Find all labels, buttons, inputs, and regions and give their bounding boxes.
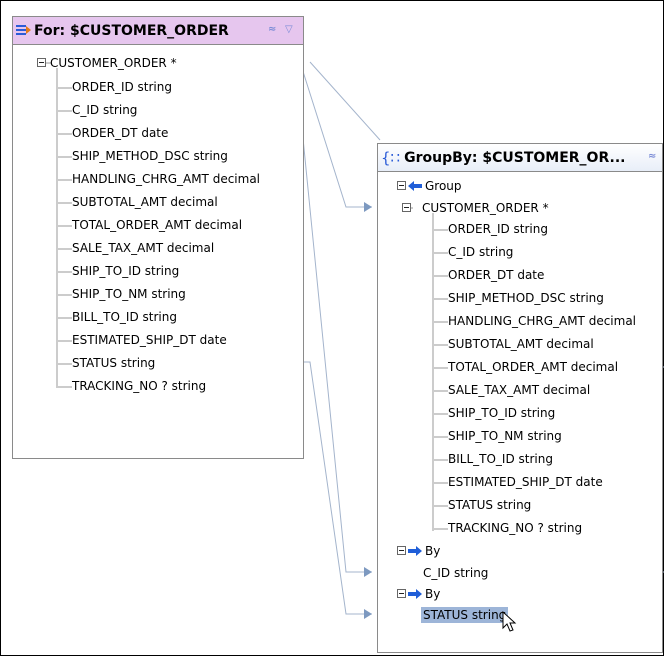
field-row[interactable]: SHIP_TO_ID string bbox=[72, 264, 180, 278]
for-expression-icon bbox=[16, 24, 31, 35]
field-row[interactable]: SHIP_TO_NM string bbox=[448, 429, 562, 443]
group-label[interactable]: Group bbox=[425, 179, 462, 193]
field-row[interactable]: STATUS string bbox=[72, 356, 156, 370]
tree-branch-line bbox=[58, 386, 72, 388]
field-row[interactable]: TOTAL_ORDER_AMT decimal bbox=[72, 218, 243, 232]
groupby-expression-panel[interactable]: {∷ GroupBy: $CUSTOMER_OR... ≈ Group CUST… bbox=[377, 143, 663, 653]
groupby-panel-header[interactable]: {∷ GroupBy: $CUSTOMER_OR... ≈ bbox=[378, 144, 662, 172]
connector-out-top bbox=[309, 61, 381, 141]
tree-branch-line bbox=[434, 298, 448, 300]
field-row[interactable]: STATUS string bbox=[448, 498, 532, 512]
tree-branch-line bbox=[58, 87, 72, 89]
tree-toggle[interactable] bbox=[37, 58, 46, 67]
tree-toggle[interactable] bbox=[397, 589, 406, 598]
panel-title: For: $CUSTOMER_ORDER bbox=[34, 22, 229, 39]
field-row[interactable]: TRACKING_NO ? string bbox=[448, 521, 583, 535]
field-row[interactable]: ORDER_ID string bbox=[448, 222, 548, 236]
field-row[interactable]: TOTAL_ORDER_AMT decimal bbox=[448, 360, 619, 374]
field-row[interactable]: TRACKING_NO ? string bbox=[72, 379, 207, 393]
field-row[interactable]: ESTIMATED_SHIP_DT date bbox=[448, 475, 603, 489]
field-row[interactable]: ESTIMATED_SHIP_DT date bbox=[72, 333, 227, 347]
tree-branch-line bbox=[434, 344, 448, 346]
field-row[interactable]: BILL_TO_ID string bbox=[72, 310, 177, 324]
collapse-icon[interactable]: ≈ bbox=[268, 24, 277, 35]
tree-branch-line bbox=[58, 363, 72, 365]
by-arrow-icon bbox=[408, 546, 422, 556]
field-row[interactable]: HANDLING_CHRG_AMT decimal bbox=[72, 172, 261, 186]
panel-title: GroupBy: $CUSTOMER_OR... bbox=[404, 149, 626, 166]
tree-branch-line bbox=[58, 225, 72, 227]
tree-branch-line bbox=[58, 179, 72, 181]
tree-branch-line bbox=[434, 459, 448, 461]
tree-toggle[interactable] bbox=[402, 203, 411, 212]
connector-arrow-icon bbox=[364, 567, 372, 577]
tree-lines bbox=[45, 62, 58, 388]
connector-arrow-icon bbox=[364, 609, 372, 619]
field-row[interactable]: ORDER_ID string bbox=[72, 80, 172, 94]
connector-arrow-icon bbox=[364, 202, 372, 212]
tree-branch-line bbox=[58, 248, 72, 250]
tree-toggle[interactable] bbox=[397, 546, 406, 555]
tree-branch-line bbox=[434, 229, 448, 231]
field-row[interactable]: C_ID string bbox=[72, 103, 138, 117]
tree-toggle[interactable] bbox=[397, 181, 406, 190]
for-panel-header[interactable]: For: $CUSTOMER_ORDER ≈ ▽ bbox=[13, 17, 303, 45]
tree-branch-line bbox=[434, 321, 448, 323]
tree-node-root[interactable]: CUSTOMER_ORDER * bbox=[50, 56, 177, 70]
for-expression-panel[interactable]: For: $CUSTOMER_ORDER ≈ ▽ CUSTOMER_ORDER … bbox=[12, 16, 304, 459]
group-arrow-icon bbox=[408, 181, 422, 191]
tree-branch-line bbox=[58, 340, 72, 342]
tree-branch-line bbox=[58, 133, 72, 135]
by-item-status-selected[interactable]: STATUS string bbox=[421, 607, 509, 623]
groupby-expression-icon: {∷ bbox=[381, 148, 401, 167]
by-label[interactable]: By bbox=[425, 587, 441, 601]
by-arrow-icon bbox=[408, 589, 422, 599]
mouse-cursor-icon bbox=[502, 611, 517, 632]
tree-branch-line bbox=[434, 482, 448, 484]
tree-branch-line bbox=[58, 156, 72, 158]
tree-branch-line bbox=[434, 413, 448, 415]
tree-branch-line bbox=[434, 436, 448, 438]
tree-node-root[interactable]: CUSTOMER_ORDER * bbox=[422, 201, 549, 215]
collapse-icon[interactable]: ≈ bbox=[648, 151, 657, 162]
tree-branch-line bbox=[58, 110, 72, 112]
field-row[interactable]: SHIP_TO_ID string bbox=[448, 406, 556, 420]
filter-icon[interactable]: ▽ bbox=[285, 24, 293, 35]
tree-branch-line bbox=[58, 294, 72, 296]
field-row[interactable]: ORDER_DT date bbox=[72, 126, 169, 140]
field-row[interactable]: SHIP_TO_NM string bbox=[72, 287, 186, 301]
tree-branch-line bbox=[434, 505, 448, 507]
tree-branch-line bbox=[434, 390, 448, 392]
field-row[interactable]: SHIP_METHOD_DSC string bbox=[72, 149, 228, 163]
by-item-c-id[interactable]: C_ID string bbox=[423, 566, 489, 580]
field-row[interactable]: C_ID string bbox=[448, 245, 514, 259]
tree-branch-line bbox=[434, 252, 448, 254]
tree-branch-line bbox=[434, 275, 448, 277]
tree-branch-line bbox=[58, 271, 72, 273]
field-row[interactable]: HANDLING_CHRG_AMT decimal bbox=[448, 314, 637, 328]
field-row[interactable]: SALE_TAX_AMT decimal bbox=[448, 383, 591, 397]
field-row[interactable]: SUBTOTAL_AMT decimal bbox=[72, 195, 218, 209]
tree-branch-line bbox=[434, 367, 448, 369]
field-row[interactable]: ORDER_DT date bbox=[448, 268, 545, 282]
tree-branch-line bbox=[58, 202, 72, 204]
tree-lines bbox=[406, 207, 434, 531]
field-row[interactable]: SUBTOTAL_AMT decimal bbox=[448, 337, 594, 351]
tree-branch-line bbox=[58, 317, 72, 319]
by-label[interactable]: By bbox=[425, 544, 441, 558]
tree-branch-line bbox=[434, 528, 448, 530]
field-row[interactable]: SHIP_METHOD_DSC string bbox=[448, 291, 604, 305]
field-row[interactable]: SALE_TAX_AMT decimal bbox=[72, 241, 215, 255]
field-row[interactable]: BILL_TO_ID string bbox=[448, 452, 553, 466]
